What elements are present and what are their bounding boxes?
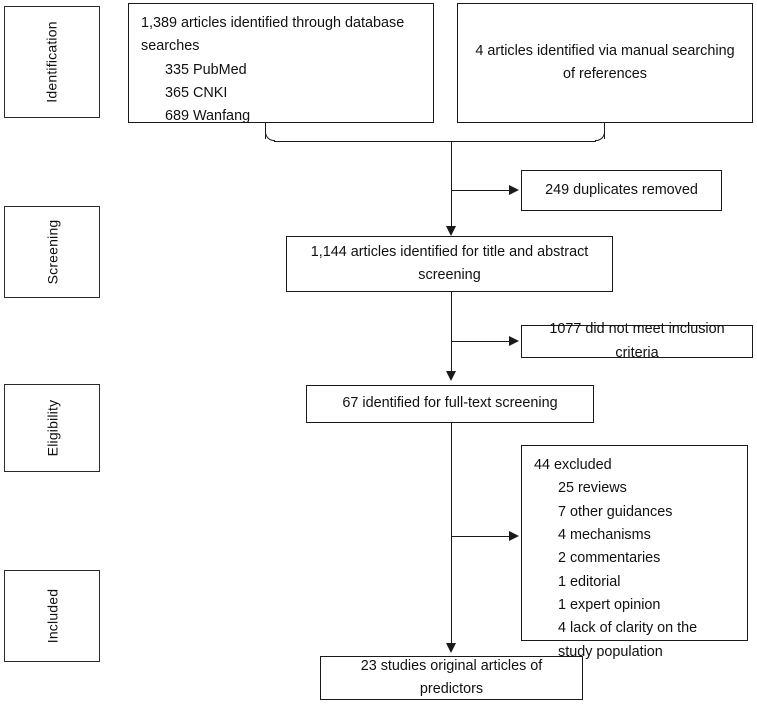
arrowhead-to-fulltext	[446, 371, 456, 381]
node-excluded: 44 excluded 25 reviews 7 other guidances…	[521, 445, 748, 660]
node-database-search-source-2: 689 Wanfang	[165, 108, 251, 125]
stage-label-eligibility: Eligibility	[4, 384, 100, 472]
stage-label-included: Included	[4, 570, 100, 662]
stage-label-identification-text: Identification	[43, 21, 60, 103]
node-database-search-title: 1,389 articles identified through databa…	[141, 15, 405, 55]
arrowhead-to-included	[446, 643, 456, 653]
node-excluded-reason-2: 4 mechanisms	[558, 526, 651, 543]
node-database-search: 1,389 articles identified through databa…	[128, 3, 434, 124]
node-excluded-title: 44 excluded	[534, 457, 612, 473]
stage-label-screening: Screening	[4, 206, 100, 298]
node-excluded-reason-3: 2 commentaries	[558, 550, 661, 567]
stage-label-screening-text: Screening	[44, 219, 60, 285]
node-excluded-reason-4: 1 editorial	[558, 573, 621, 590]
connector-merge-elbow-left	[265, 131, 275, 141]
node-database-search-source-1: 365 CNKI	[165, 84, 228, 101]
arrowhead-to-duplicates-removed	[509, 185, 519, 195]
stage-label-eligibility-text: Eligibility	[43, 399, 60, 457]
node-manual-search-title: 4 articles identified via manual searchi…	[475, 42, 735, 82]
node-included-studies: 23 studies original articles of predicto…	[320, 656, 583, 700]
arrowhead-to-excluded	[509, 531, 519, 541]
node-title-abstract-screening: 1,144 articles identified for title and …	[286, 236, 613, 292]
node-full-text-screening: 67 identified for full-text screening	[306, 385, 594, 423]
stage-label-identification: Identification	[4, 6, 100, 118]
connector-spine-to-fulltext	[451, 292, 452, 376]
node-excluded-reason-0: 25 reviews	[558, 480, 627, 497]
node-duplicates-removed-title: 249 duplicates removed	[545, 181, 698, 198]
connector-spine-to-included	[451, 423, 452, 648]
node-excluded-reason-6: 4 lack of clarity on the study populatio…	[558, 620, 698, 660]
node-excluded-reason-5: 1 expert opinion	[558, 596, 661, 613]
stage-label-included-text: Included	[44, 588, 60, 644]
node-manual-search: 4 articles identified via manual searchi…	[457, 3, 753, 123]
node-full-text-screening-title: 67 identified for full-text screening	[342, 395, 558, 412]
node-duplicates-removed: 249 duplicates removed	[521, 170, 722, 211]
connector-merge-bar	[274, 141, 596, 142]
arrowhead-to-screening	[446, 226, 456, 236]
connector-spine-to-screening	[451, 141, 452, 231]
node-title-abstract-screening-title: 1,144 articles identified for title and …	[310, 243, 589, 283]
node-database-search-source-0: 335 PubMed	[165, 61, 247, 78]
node-included-studies-title: 23 studies original articles of predicto…	[360, 657, 543, 697]
connector-to-excluded	[451, 536, 511, 537]
connector-to-not-meet-criteria	[451, 341, 511, 342]
connector-merge-elbow-right	[595, 131, 605, 141]
connector-to-duplicates-removed	[451, 190, 511, 191]
arrowhead-to-not-meet-criteria	[509, 336, 519, 346]
node-not-meet-criteria-title: 1077 did not meet inclusion criteria	[549, 321, 725, 361]
node-excluded-reason-1: 7 other guidances	[558, 503, 673, 520]
node-not-meet-criteria: 1077 did not meet inclusion criteria	[521, 321, 753, 361]
